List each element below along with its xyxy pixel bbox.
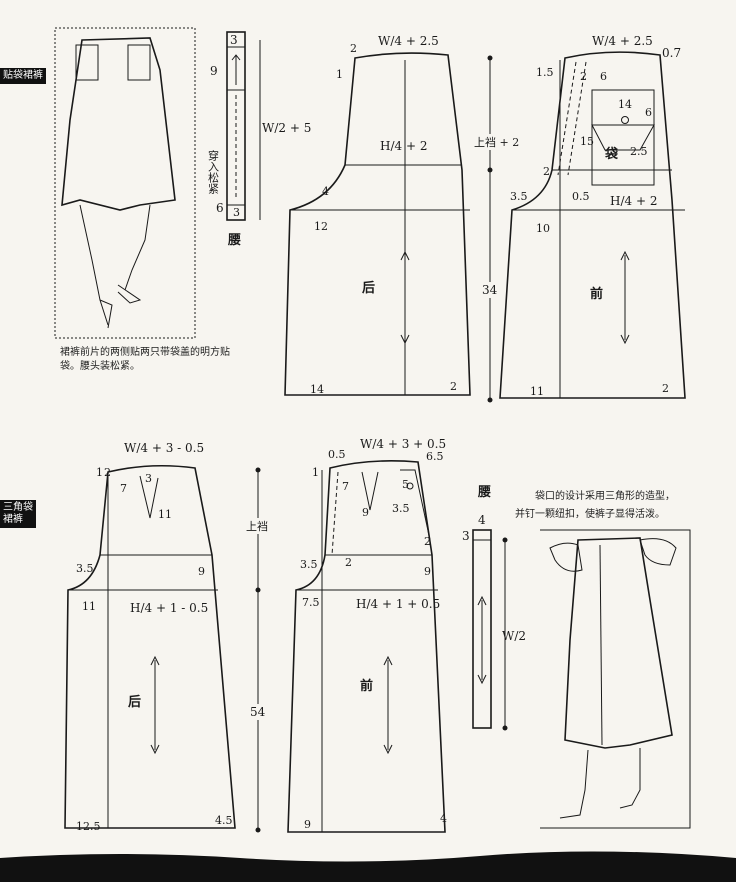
wb-measure: W/2 + 5: [262, 121, 311, 135]
figure-sketch-bottom: [540, 529, 691, 829]
front-top-mark-6: 2.5: [630, 145, 648, 158]
waistband-bottom: 腰 4 3 W/2: [462, 485, 526, 731]
front-top-mark-2: 6: [600, 70, 607, 83]
back-top-waist: W/4 + 2.5: [378, 34, 439, 48]
front-bottom-label: 前: [360, 678, 373, 694]
front-bottom-mark-3: 6.5: [426, 450, 444, 463]
waistband-top: 3 9 6 3 W/2 + 5 穿入松紧 腰: [207, 31, 311, 248]
side-tab-bottom-line2: 裙裤: [3, 514, 23, 525]
front-bottom-hip: H/4 + 1 + 0.5: [356, 597, 440, 611]
wb-bottom-top: 4: [478, 513, 486, 527]
front-bottom-waist: W/4 + 3 + 0.5: [360, 437, 446, 451]
back-bottom-hip: H/4 + 1 - 0.5: [130, 601, 208, 615]
front-top-mark-11: 11: [530, 385, 544, 398]
wb-top-mark: 3: [230, 33, 238, 47]
back-bottom-mark-2: 7: [120, 482, 127, 495]
top-rise: 上裆 + 2: [474, 136, 519, 149]
front-bottom-mark-7: 2: [424, 535, 431, 548]
front-bottom-mark-1: 1: [312, 466, 319, 479]
front-top-mark-9: 3.5: [510, 190, 528, 203]
front-top-waist: W/4 + 2.5: [592, 34, 653, 48]
back-bottom-mark-7: 11: [82, 600, 96, 613]
wb-bottom-right: 3: [233, 206, 240, 219]
top-length: 34: [482, 283, 498, 297]
front-bottom-mark-4: 5: [402, 478, 409, 491]
front-bottom-mark-6: 3.5: [392, 502, 410, 515]
back-top-mark-5: 2: [450, 380, 457, 393]
back-bottom-label: 后: [128, 694, 141, 710]
front-top-mark-5: 15: [580, 135, 594, 148]
back-bottom-mark-5: 3.5: [76, 562, 94, 575]
bottom-note-line2: 并钉一颗纽扣，使裤子显得活泼。: [515, 509, 665, 520]
back-top-mark-1: 1: [336, 68, 343, 81]
back-bottom-waist: W/4 + 3 - 0.5: [124, 441, 204, 455]
front-bottom-mark-5: 9: [362, 506, 369, 519]
front-bottom-mark-8: 3.5: [300, 558, 318, 571]
bottom-rise: 上裆: [246, 520, 268, 533]
back-bottom-mark-1: 2: [104, 466, 111, 479]
bottom-length: 54: [250, 705, 266, 719]
wb-bottom-measure: W/2: [502, 629, 526, 643]
front-bottom-mark-0: 0.5: [328, 448, 346, 461]
back-piece-bottom: W/4 + 3 - 0.5 H/4 + 1 - 0.5 后 1 2 7 3 11…: [64, 441, 236, 833]
back-bottom-mark-3: 3: [145, 472, 152, 485]
back-top-hip: H/4 + 2: [380, 139, 427, 153]
side-tab-bottom: 三角袋 裙裤: [0, 500, 36, 528]
wb-bottom-left: 3: [462, 529, 470, 543]
back-top-mark-2: 4: [322, 185, 329, 198]
figure-sketch-top: [54, 27, 196, 339]
front-top-offset: 0.7: [662, 46, 681, 60]
back-bottom-mark-4: 11: [158, 508, 172, 521]
bottom-note-line1: 袋口的设计采用三角形的造型，: [535, 491, 675, 502]
back-piece-top: W/4 + 2.5 H/4 + 2 后 2 1 4 12 14 2: [284, 34, 471, 396]
back-top-label: 后: [362, 280, 375, 296]
wb-label: 腰: [227, 233, 241, 248]
wb-bottom-mark: 6: [216, 201, 224, 215]
front-top-pocket-label: 袋: [604, 146, 619, 162]
back-top-mark-3: 12: [314, 220, 328, 233]
back-bottom-mark-6: 9: [198, 565, 205, 578]
front-top-mark-1: 2: [580, 70, 587, 83]
front-top-mark-8: 0.5: [572, 190, 590, 203]
back-top-mark-0: 2: [350, 42, 357, 55]
back-bottom-mark-8: 12.5: [76, 820, 101, 833]
bottom-border: [0, 851, 736, 882]
front-piece-bottom: W/4 + 3 + 0.5 H/4 + 1 + 0.5 前 0.5 1 7 6.…: [287, 437, 447, 833]
front-top-mark-10: 10: [536, 222, 550, 235]
front-bottom-mark-11: 7.5: [302, 596, 320, 609]
back-bottom-mark-9: 4.5: [215, 814, 233, 827]
front-bottom-mark-13: 4: [440, 812, 447, 825]
bottom-dimension: 上裆 54: [244, 467, 274, 833]
wb-bottom-label: 腰: [477, 485, 491, 500]
front-top-mark-3: 14: [618, 98, 632, 111]
side-tab-top: 贴袋裙裤: [0, 68, 46, 84]
top-note: 裙裤前片的两侧贴两只带袋盖的明方贴袋。腰头装松紧。: [60, 347, 230, 372]
front-top-mark-4: 6: [645, 106, 652, 119]
front-top-label: 前: [590, 286, 603, 302]
front-bottom-mark-12: 9: [304, 818, 311, 831]
wb-vertical-text: 穿入松紧: [207, 149, 220, 194]
back-bottom-mark-0: 1: [96, 466, 103, 479]
front-top-mark-12: 2: [662, 382, 669, 395]
front-bottom-mark-2: 7: [342, 480, 349, 493]
side-tab-bottom-line1: 三角袋: [3, 502, 33, 513]
wb-left-mark: 9: [210, 64, 218, 78]
front-piece-top: W/4 + 2.5 0.7 H/4 + 2 前 袋 1.5 2 6 14 6 1…: [499, 34, 686, 399]
front-bottom-mark-9: 2: [345, 556, 352, 569]
front-top-hip: H/4 + 2: [610, 194, 657, 208]
back-top-mark-4: 14: [310, 383, 324, 396]
top-dimension: 上裆 + 2 34: [472, 55, 528, 403]
front-bottom-mark-10: 9: [424, 565, 431, 578]
front-top-mark-0: 1.5: [536, 66, 554, 79]
front-top-mark-7: 2: [543, 165, 550, 178]
